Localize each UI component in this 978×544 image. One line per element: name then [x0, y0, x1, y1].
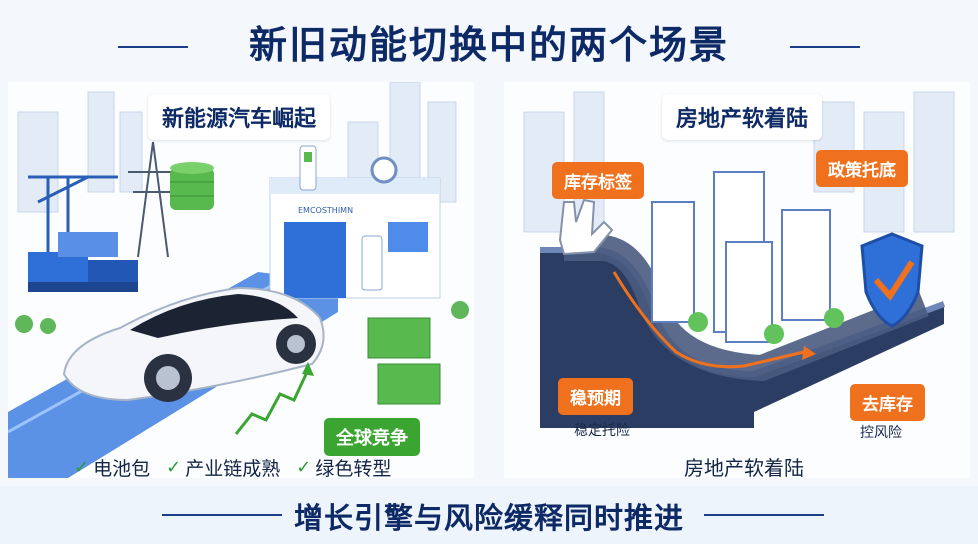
- stable-care-note: 稳定托险: [574, 423, 630, 439]
- real-estate-illustration: [523, 91, 955, 428]
- check-item-green-transition: ✓ 绿色转型: [296, 454, 391, 478]
- check-icon: ✓: [296, 457, 312, 478]
- control-risk-note: 控风险: [860, 425, 902, 441]
- growth-arrow-head: [302, 362, 314, 376]
- power-pylon: [128, 141, 178, 258]
- green-container-bottom: [377, 363, 441, 405]
- shield-icon: [860, 232, 924, 328]
- check-label: 产业链成熟: [185, 458, 281, 478]
- footer-left-rule: [162, 514, 282, 516]
- electric-car: [62, 286, 325, 402]
- charging-station: [299, 145, 383, 291]
- battery-tanks: [170, 162, 214, 210]
- ev-scene-illustration: [8, 82, 469, 478]
- ev-scene-panel: 新能源汽车崛起 EMCOSTHIMN 全球竞争 ✓ 电池包 ✓ 产业链成熟 ✓ …: [8, 82, 474, 478]
- stabilize-expectation-chip: 稳预期: [558, 378, 633, 415]
- check-label: 电池包: [93, 458, 151, 478]
- title-right-rule: [790, 46, 860, 48]
- factory-building: [269, 177, 441, 299]
- shipping-containers: [28, 232, 138, 292]
- destock-chip: 去库存: [850, 384, 925, 421]
- real-estate-caption: 房地产软着陆: [684, 456, 804, 478]
- factory-sign: EMCOSTHIMN: [298, 206, 354, 215]
- check-label: 绿色转型: [315, 458, 392, 478]
- real-estate-heading: 房地产软着陆: [662, 94, 823, 140]
- apartment-buildings: [651, 171, 831, 343]
- inventory-label-chip: 库存标签: [552, 162, 644, 199]
- check-item-supply-chain: ✓ 产业链成熟: [166, 454, 280, 478]
- landing-trend-arrow-head: [802, 346, 816, 360]
- footer-right-rule: [704, 514, 824, 516]
- growth-chart-line: [234, 369, 310, 435]
- title-left-rule: [118, 46, 188, 48]
- page-title: 新旧动能切换中的两个场景: [248, 23, 729, 67]
- landing-trend-arrow: [612, 271, 805, 369]
- global-competition-chip: 全球竞争: [324, 418, 420, 456]
- stop-hand-icon: [558, 198, 614, 256]
- real-estate-scene-panel: 房地产软着陆 库存标签 政策托底 稳预期 去库存 稳定托险 控风险 房地产软着陆: [504, 82, 970, 478]
- ev-scene-heading: 新能源汽车崛起: [148, 94, 331, 140]
- check-icon: ✓: [74, 457, 90, 478]
- camera-device: [370, 156, 398, 184]
- trees-left: [15, 301, 469, 334]
- shield-check-mark: [873, 260, 915, 301]
- ev-checklist: ✓ 电池包 ✓ 产业链成熟 ✓ 绿色转型: [74, 454, 391, 478]
- footer-caption: 增长引擎与风险缓释同时推进: [293, 501, 684, 535]
- policy-support-chip: 政策托底: [816, 150, 908, 187]
- check-icon: ✓: [166, 457, 182, 478]
- landscape-trees: [688, 308, 844, 344]
- check-item-battery: ✓ 电池包: [74, 454, 150, 478]
- green-container-top: [367, 317, 431, 359]
